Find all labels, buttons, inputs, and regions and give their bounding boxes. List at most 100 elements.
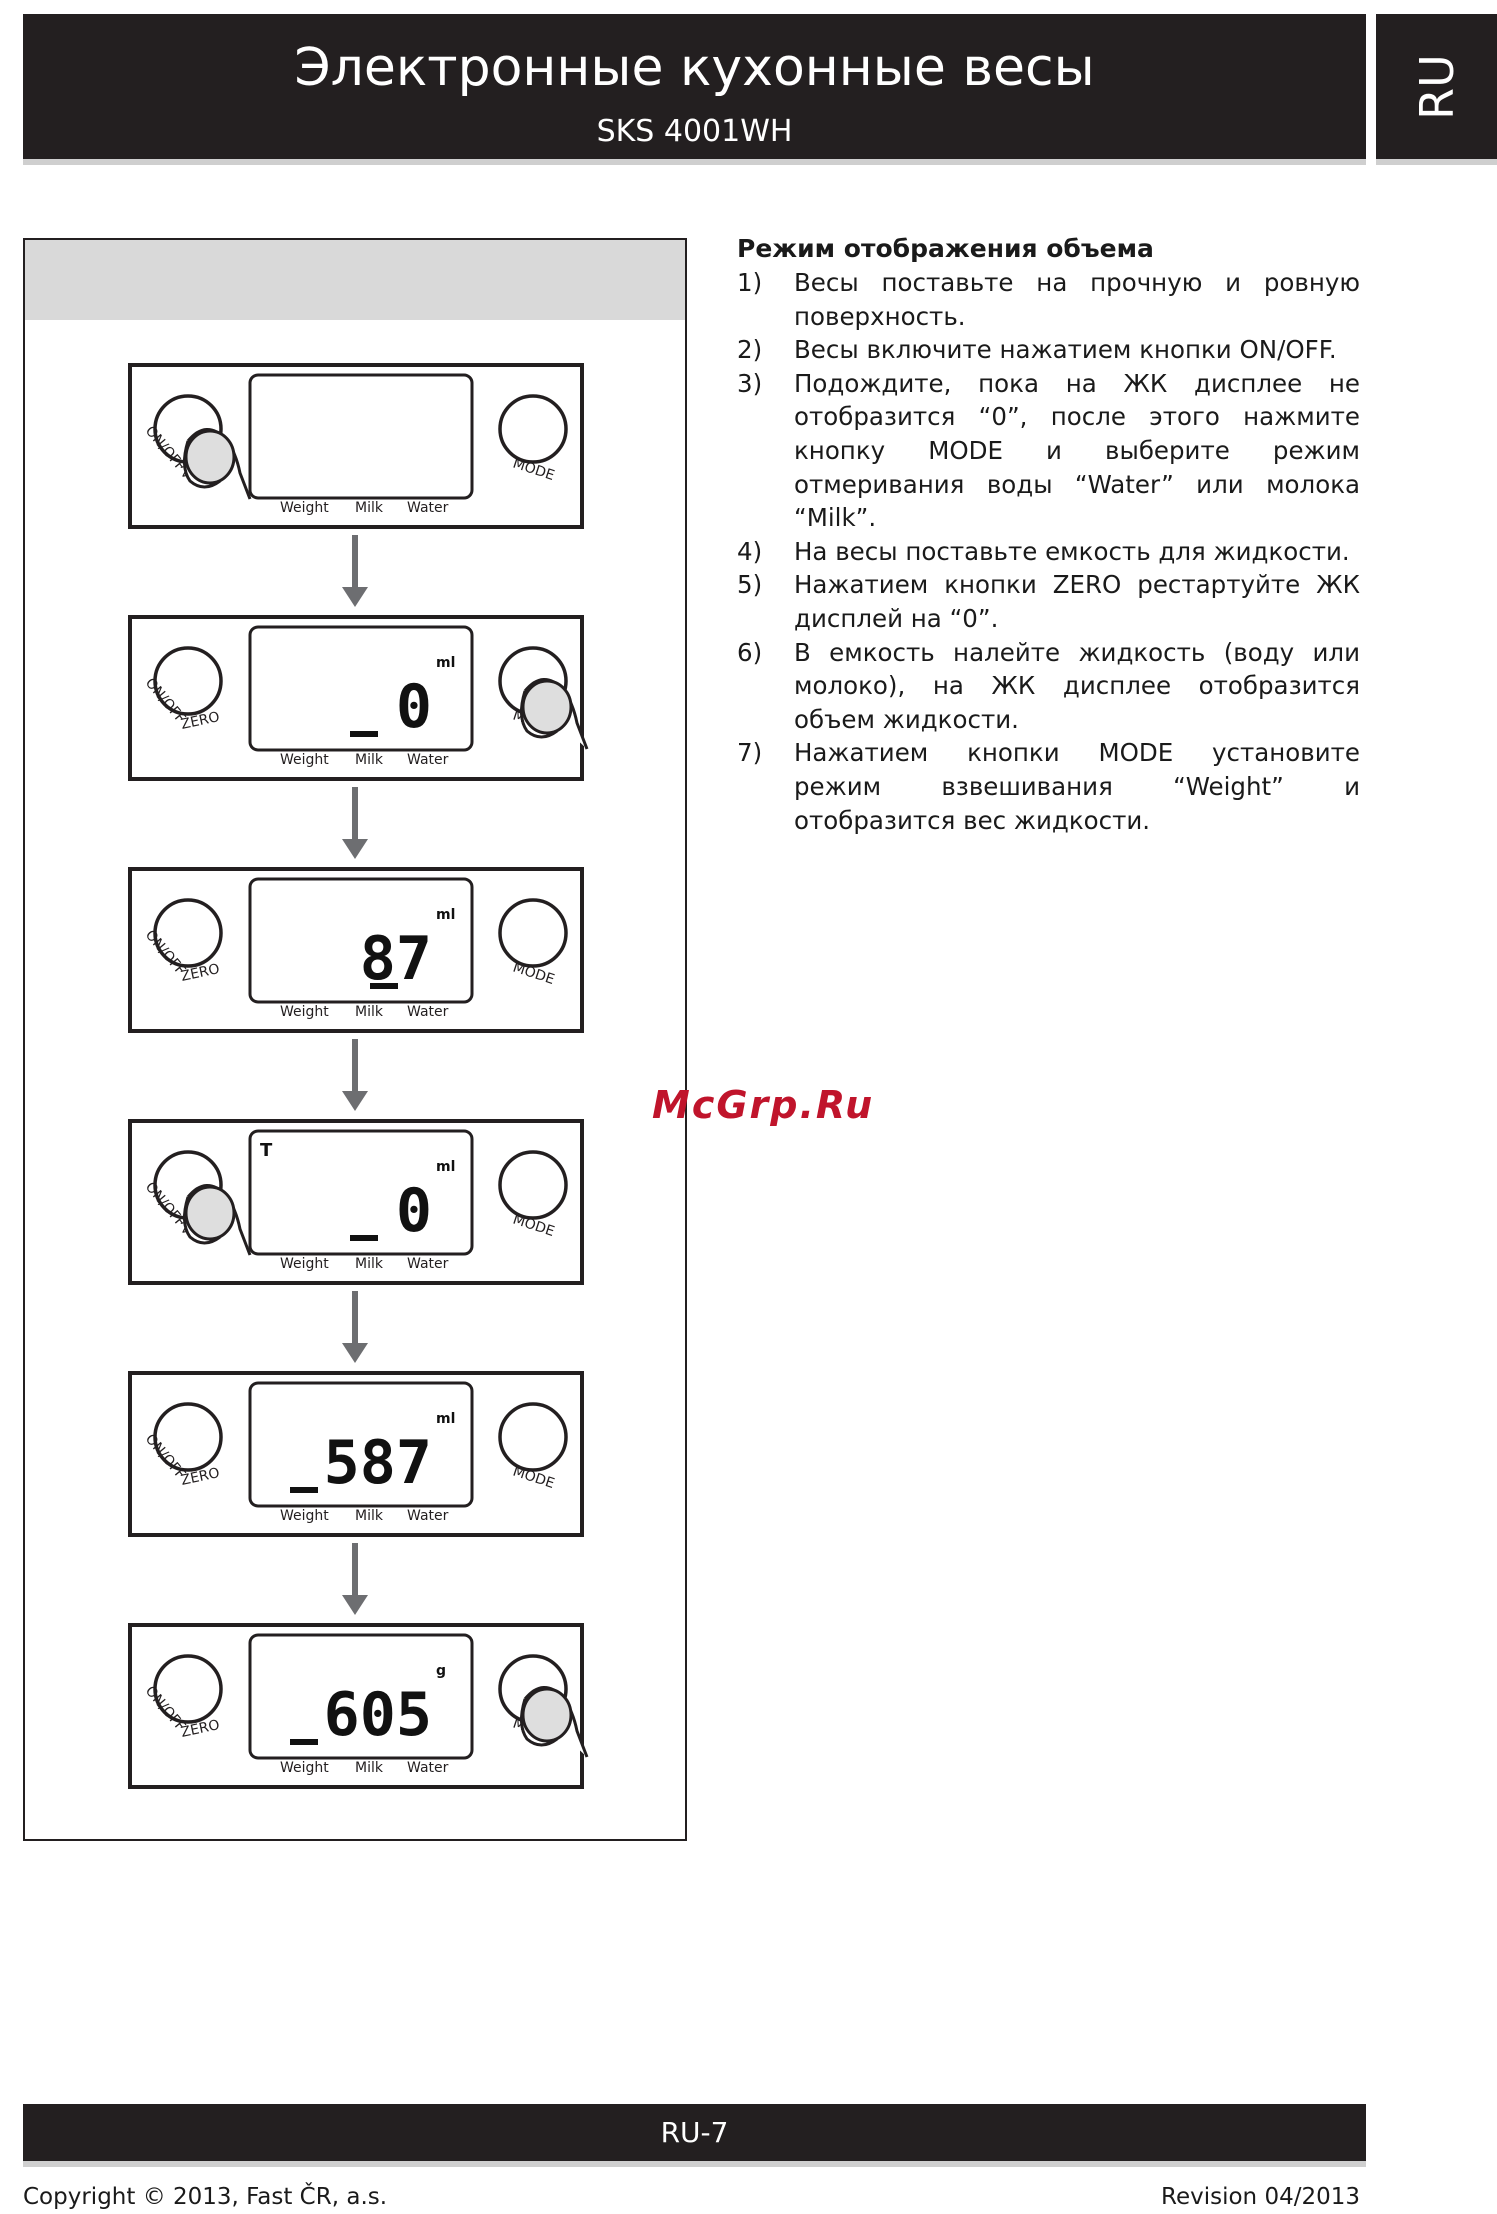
illustration-box: ON/OFFZEROMODEWeightMilkWaterON/OFFZEROM… [23, 238, 687, 1841]
copyright: Copyright © 2013, Fast ČR, a.s. [23, 2184, 388, 2210]
step-item: 5) Нажатием кнопки ZERO рестартуйте ЖК ди… [737, 568, 1360, 635]
weight-label: Weight [280, 752, 329, 768]
milk-label: Milk [355, 1256, 384, 1272]
fingertip-icon [521, 1687, 573, 1743]
lcd-value: 0 [396, 672, 432, 742]
zero-label: ZERO [180, 961, 222, 985]
fingertip-icon [184, 1185, 236, 1241]
weight-label: Weight [280, 1256, 329, 1272]
water-label: Water [407, 752, 449, 768]
onoff-zero-button [153, 898, 223, 968]
lcd-value: 587 [324, 1428, 432, 1498]
step-number: 3) [737, 368, 763, 398]
watermark: McGrp.Ru [652, 1083, 875, 1127]
step-text: Весы поставьте на прочную и ровную повер… [794, 268, 1360, 331]
page-header: Электронные кухонные весы SKS 4001WH [23, 14, 1366, 159]
mode-button [498, 1150, 568, 1220]
lcd-unit: g [436, 1663, 446, 1679]
footer-bar: RU-7 [23, 2104, 1366, 2161]
weight-label: Weight [280, 1760, 329, 1776]
scale-panel: ON/OFFZEROMODEWeightMilkWater605g [128, 1623, 589, 1789]
lcd-underscore [370, 983, 398, 989]
lcd-value: 605 [324, 1680, 432, 1750]
water-label: Water [407, 1004, 449, 1020]
step-number: 5) [737, 570, 763, 600]
step-text: В емкость налейте жидкость (воду или мол… [794, 637, 1360, 734]
mode-button [498, 898, 568, 968]
step-text: Нажатием кнопки MODE установите режим вз… [794, 738, 1360, 835]
page-number: RU-7 [660, 2116, 729, 2149]
lcd-value: 87 [360, 924, 432, 994]
scale-panel: ON/OFFZEROMODEWeightMilkWaterT0ml [128, 1119, 584, 1363]
water-label: Water [407, 1508, 449, 1524]
arrow-down-icon [342, 1343, 368, 1363]
milk-label: Milk [355, 500, 384, 516]
scale-panels-illustration: ON/OFFZEROMODEWeightMilkWaterON/OFFZEROM… [128, 363, 589, 1789]
lcd-screen [248, 1129, 474, 1256]
model-number: SKS 4001WH [596, 114, 793, 149]
zero-label: ZERO [180, 709, 222, 733]
step-text: Нажатием кнопки ZERO рестартуйте ЖК дисп… [794, 570, 1360, 633]
zero-label: ZERO [180, 1717, 222, 1741]
fingertip-icon [184, 429, 236, 485]
onoff-zero-button [153, 1654, 223, 1724]
tare-indicator: T [260, 1140, 273, 1161]
lcd-screen [248, 1381, 474, 1508]
fingertip-icon [521, 679, 573, 735]
language-tab: RU [1376, 14, 1497, 159]
water-label: Water [407, 500, 449, 516]
steps-list: 1) Весы поставьте на прочную и ровную пов… [737, 266, 1360, 837]
weight-label: Weight [280, 500, 329, 516]
milk-label: Milk [355, 1004, 384, 1020]
step-text: Весы включите нажатием кнопки ON/OFF. [794, 335, 1337, 365]
step-number: 7) [737, 738, 763, 768]
lcd-underscore [350, 1235, 378, 1241]
lcd-unit: ml [436, 1159, 455, 1175]
mode-button [498, 394, 568, 464]
milk-label: Milk [355, 1760, 384, 1776]
step-number: 6) [737, 637, 763, 667]
mode-button [498, 1402, 568, 1472]
lcd-unit: ml [436, 907, 455, 923]
arrow-down-icon [342, 587, 368, 607]
lcd-screen [248, 1633, 474, 1760]
arrow-down-icon [342, 839, 368, 859]
weight-label: Weight [280, 1004, 329, 1020]
step-text: Подождите, пока на ЖК дисплее не отобраз… [794, 368, 1360, 533]
lcd-underscore [290, 1487, 318, 1493]
step-item: 2) Весы включите нажатием кнопки ON/OFF. [737, 333, 1360, 367]
step-item: 1) Весы поставьте на прочную и ровную пов… [737, 266, 1360, 333]
section-title: Режим отображения объема [737, 234, 1154, 263]
illustration-header-band [25, 240, 685, 320]
arrow-down-icon [342, 1091, 368, 1111]
water-label: Water [407, 1760, 449, 1776]
water-label: Water [407, 1256, 449, 1272]
arrow-down-icon [342, 1595, 368, 1615]
onoff-zero-button [153, 646, 223, 716]
milk-label: Milk [355, 1508, 384, 1524]
weight-label: Weight [280, 1508, 329, 1524]
step-item: 7) Нажатием кнопки MODE установите режим … [737, 736, 1360, 837]
step-number: 4) [737, 536, 763, 566]
scale-panel: ON/OFFZEROMODEWeightMilkWater0ml [128, 615, 589, 859]
lcd-screen [248, 877, 474, 1004]
zero-label: ZERO [180, 1465, 222, 1489]
instructions-column: Режим отображения объема 1) Весы поставьт… [737, 232, 1360, 837]
page-title: Электронные кухонные весы [294, 38, 1095, 98]
revision: Revision 04/2013 [1161, 2184, 1360, 2210]
language-code: RU [1409, 53, 1464, 120]
step-number: 1) [737, 268, 763, 297]
lcd-screen [248, 373, 474, 500]
step-item: 3) Подождите, пока на ЖК дисплее не отобр… [737, 367, 1360, 535]
lcd-value: 0 [396, 1176, 432, 1246]
step-text: На весы поставьте емкость для жидкости. [794, 536, 1350, 566]
onoff-zero-button [153, 1402, 223, 1472]
lcd-underscore [290, 1739, 318, 1745]
lcd-unit: ml [436, 1411, 455, 1427]
step-number: 2) [737, 335, 763, 365]
step-item: 6) В емкость налейте жидкость (воду или м… [737, 636, 1360, 737]
lcd-screen [248, 625, 474, 752]
